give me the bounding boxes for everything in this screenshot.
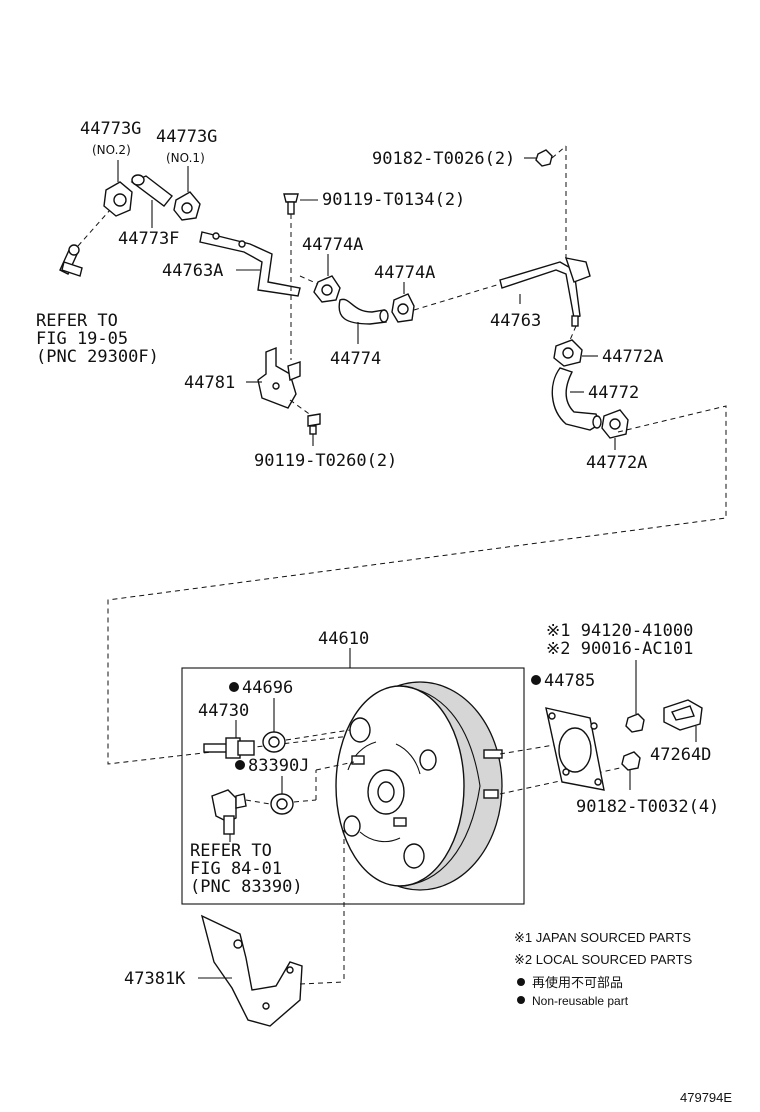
legend-dot-en — [517, 996, 525, 1004]
label-90119-t0260: 90119-T0260(2) — [254, 451, 397, 471]
label-44785: 44785 — [544, 671, 595, 691]
vacuum-sensor-83390 — [211, 789, 247, 835]
clip-44773g-no2 — [103, 181, 133, 217]
label-44763: 44763 — [490, 311, 541, 331]
ref-fig1905-line3: (PNC 29300F) — [36, 347, 159, 367]
legend-local-sourced: ※2 LOCAL SOURCED PARTS — [514, 952, 693, 967]
clamp-44772a-upper — [553, 339, 583, 367]
label-47381k: 47381K — [124, 969, 186, 989]
clamp-44772a-lower — [601, 409, 629, 439]
label-44773g-no2-sub: (NO.2) — [92, 143, 131, 157]
label-94120-41000: ※1 94120-41000 — [546, 621, 693, 641]
vacuum-pipe-fitting — [59, 244, 83, 277]
label-90182-t0032: 90182-T0032(4) — [576, 797, 719, 817]
ref-fig1905-line1: REFER TO — [36, 311, 118, 331]
bolt-90119-t0134 — [283, 193, 299, 215]
legend-dot-jp — [517, 978, 525, 986]
nonreusable-dot-44696 — [229, 682, 239, 692]
bracket-44781 — [257, 346, 301, 409]
label-90182-t0026: 90182-T0026(2) — [372, 149, 515, 169]
bolt-90119-t0260 — [307, 413, 321, 435]
label-44772a-1: 44772A — [602, 347, 663, 367]
ref-fig8401-line2: FIG 84-01 — [190, 859, 282, 879]
pipe-44763 — [499, 257, 591, 327]
clevis-47264d — [663, 699, 703, 731]
grommet-83390j — [270, 793, 294, 815]
grommet-44696 — [262, 731, 286, 753]
clamp-44774a-right — [391, 293, 415, 323]
clip-44773g-no1 — [173, 191, 201, 221]
label-83390j: 83390J — [248, 756, 309, 776]
label-44773g-no1: 44773G — [156, 127, 217, 147]
label-44774a-2: 44774A — [374, 263, 435, 283]
label-44730: 44730 — [198, 701, 249, 721]
label-90016-ac101: ※2 90016-AC101 — [546, 639, 693, 659]
nut-90182-t0026 — [535, 149, 553, 167]
ref-fig1905-line2: FIG 19-05 — [36, 329, 128, 349]
label-44781: 44781 — [184, 373, 235, 393]
ref-fig8401-line1: REFER TO — [190, 841, 272, 861]
nonreusable-dot-44785 — [531, 675, 541, 685]
ref-fig8401-line3: (PNC 83390) — [190, 877, 303, 897]
legend-nonreusable-jp: 再使用不可部品 — [532, 975, 623, 990]
label-44773f: 44773F — [118, 229, 179, 249]
clamp-44774a-left — [313, 275, 341, 303]
label-47264d: 47264D — [650, 745, 711, 765]
label-44696: 44696 — [242, 678, 293, 698]
hose-44772 — [551, 367, 602, 431]
label-44774a-1: 44774A — [302, 235, 363, 255]
label-44774: 44774 — [330, 349, 381, 369]
label-44772a-2: 44772A — [586, 453, 647, 473]
hose-44773f — [130, 174, 173, 207]
gasket-44785 — [545, 707, 605, 791]
brake-booster-44610 — [335, 681, 503, 891]
nut-94120 — [625, 713, 645, 733]
label-44772: 44772 — [588, 383, 639, 403]
check-valve-44730 — [203, 737, 255, 759]
nut-90182-t0032 — [621, 751, 641, 771]
legend-nonreusable-en: Non-reusable part — [532, 994, 629, 1008]
hose-44774 — [338, 298, 389, 325]
label-44773g-no2: 44773G — [80, 119, 141, 139]
bracket-47381k — [200, 914, 303, 1027]
label-44773g-no1-sub: (NO.1) — [166, 151, 205, 165]
pipe-44763a — [199, 231, 301, 297]
figure-id: 479794E — [680, 1090, 732, 1105]
label-90119-t0134: 90119-T0134(2) — [322, 190, 465, 210]
legend-japan-sourced: ※1 JAPAN SOURCED PARTS — [514, 930, 691, 945]
nonreusable-dot-83390j — [235, 760, 245, 770]
label-44610: 44610 — [318, 629, 369, 649]
label-44763a: 44763A — [162, 261, 223, 281]
